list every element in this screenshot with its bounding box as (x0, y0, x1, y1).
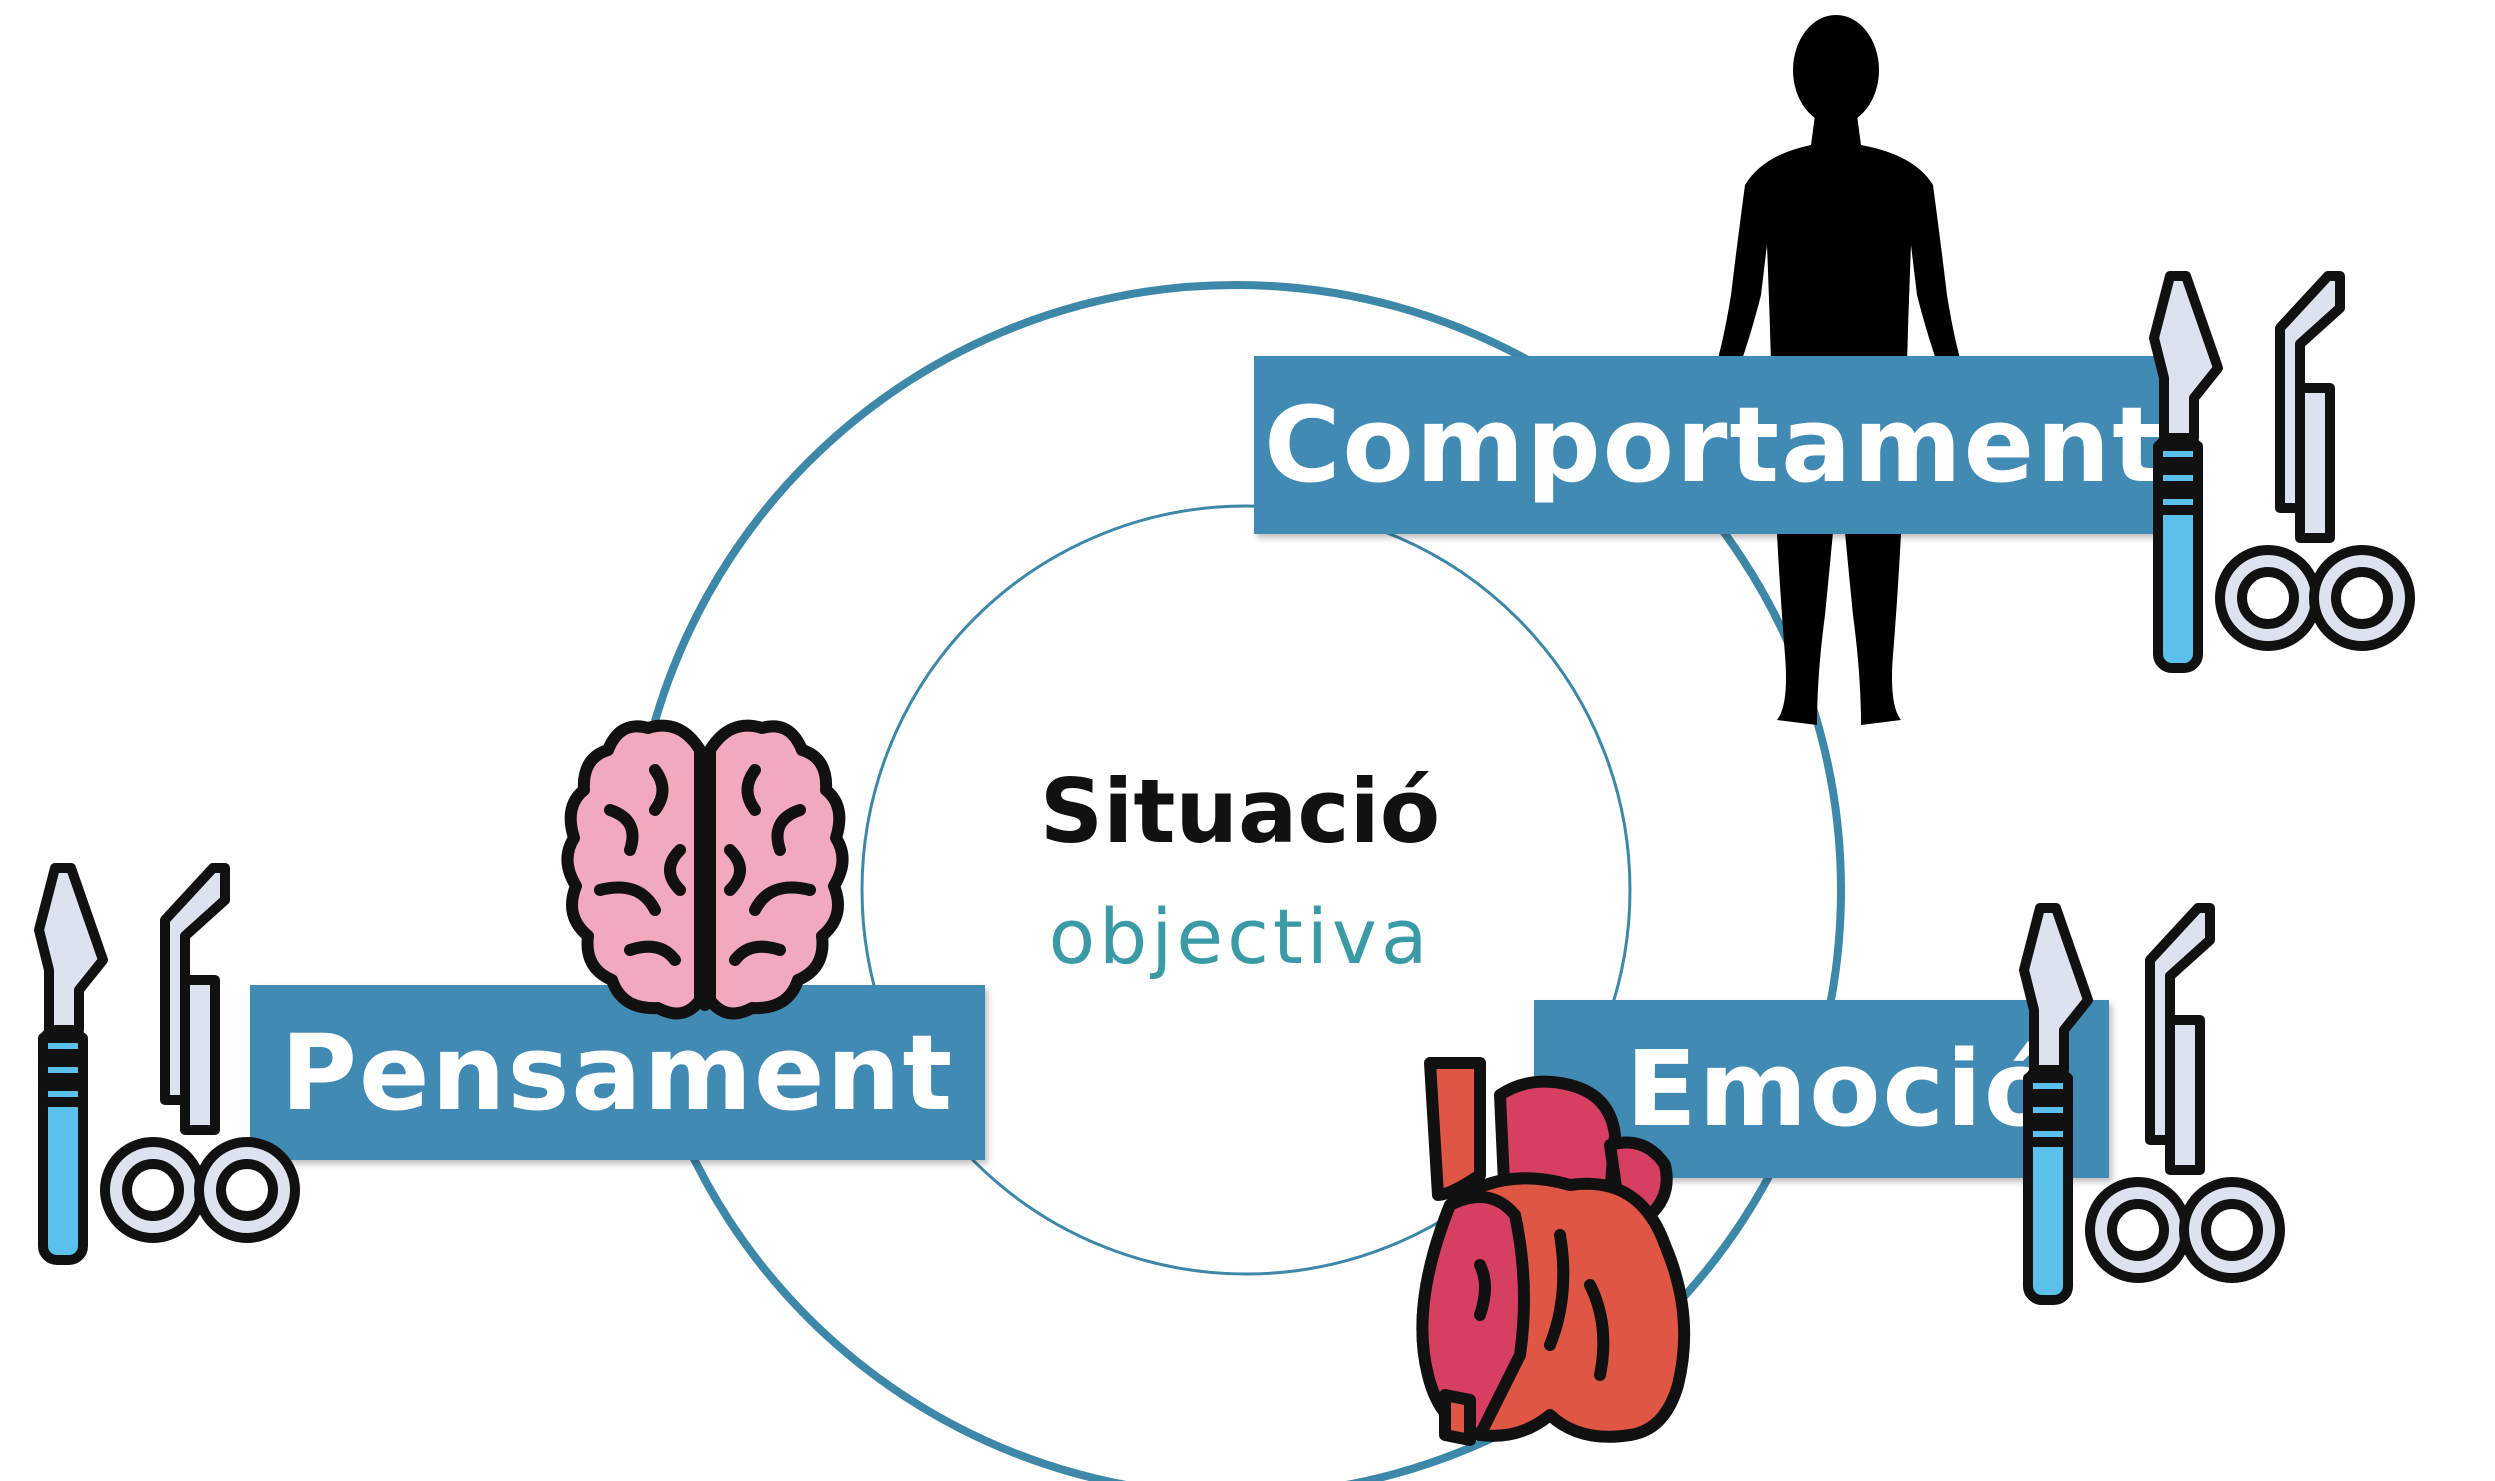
brain-icon (560, 710, 850, 1030)
center-title: Situació (900, 760, 1580, 863)
scalpel-scissors-icon (2010, 900, 2350, 1310)
behavior-label: Comportament (1264, 384, 2164, 506)
scalpel-scissors-icon (2140, 268, 2480, 678)
center-subtitle: objectiva (900, 892, 1580, 981)
heart-icon (1410, 1055, 1700, 1450)
behavior-label-box: Comportament (1254, 356, 2174, 534)
scalpel-scissors-icon (25, 860, 365, 1270)
